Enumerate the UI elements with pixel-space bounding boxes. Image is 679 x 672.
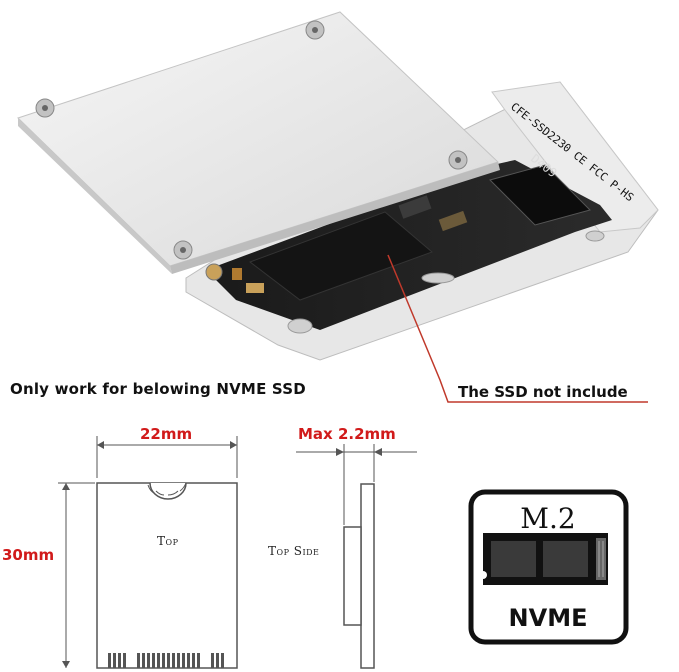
cover-screw	[205, 263, 223, 281]
enclosure-rail	[491, 81, 659, 233]
badge-screw-notch	[479, 571, 487, 579]
screw-hole	[421, 272, 455, 284]
arrow-head	[336, 448, 344, 456]
m2-card-outline	[96, 482, 238, 669]
cover-screw	[180, 247, 186, 253]
ssd-chip	[248, 211, 433, 301]
callout-line	[387, 254, 648, 403]
m2-card-notch-teeth	[147, 482, 187, 496]
cover-edge	[170, 162, 500, 274]
badge-ssd-chip	[491, 541, 536, 577]
badge-ssd-chip	[543, 541, 588, 577]
m2-side-board	[360, 483, 375, 669]
card-top-label: Top	[157, 534, 179, 548]
badge-nvme-label: NVME	[508, 604, 588, 632]
dim-width-label: 22mm	[140, 425, 193, 443]
cover-edge-left	[18, 118, 172, 274]
m2-card-fingers	[108, 653, 224, 668]
m2-side-chip	[343, 526, 362, 626]
arrow-head	[62, 483, 70, 490]
badge-ssd-connector	[596, 538, 606, 580]
screw-hole	[287, 318, 313, 334]
pcb-component	[232, 268, 242, 280]
arrow-head	[62, 661, 70, 668]
pcb-component	[398, 195, 432, 219]
ssd-not-included-note: The SSD not include	[458, 383, 628, 401]
screw-hole	[585, 230, 605, 242]
side-top-label: Top Side	[268, 544, 320, 558]
dim-length-label: 30mm	[2, 546, 55, 564]
arrow-head	[374, 448, 382, 456]
cover-screw	[42, 105, 48, 111]
pcb-component	[438, 210, 468, 232]
cover-screw	[455, 157, 461, 163]
m2-card-notch	[149, 482, 187, 500]
compatibility-note: Only work for belowing NVME SSD	[10, 380, 306, 398]
arrow-head	[230, 441, 237, 449]
pcb-component	[246, 283, 264, 293]
m2-slot	[489, 164, 591, 226]
arrow-head	[97, 441, 104, 449]
badge-m2-label: M.2	[520, 502, 576, 535]
dim-thickness-label: Max 2.2mm	[298, 425, 396, 443]
cover-screw	[312, 27, 318, 33]
